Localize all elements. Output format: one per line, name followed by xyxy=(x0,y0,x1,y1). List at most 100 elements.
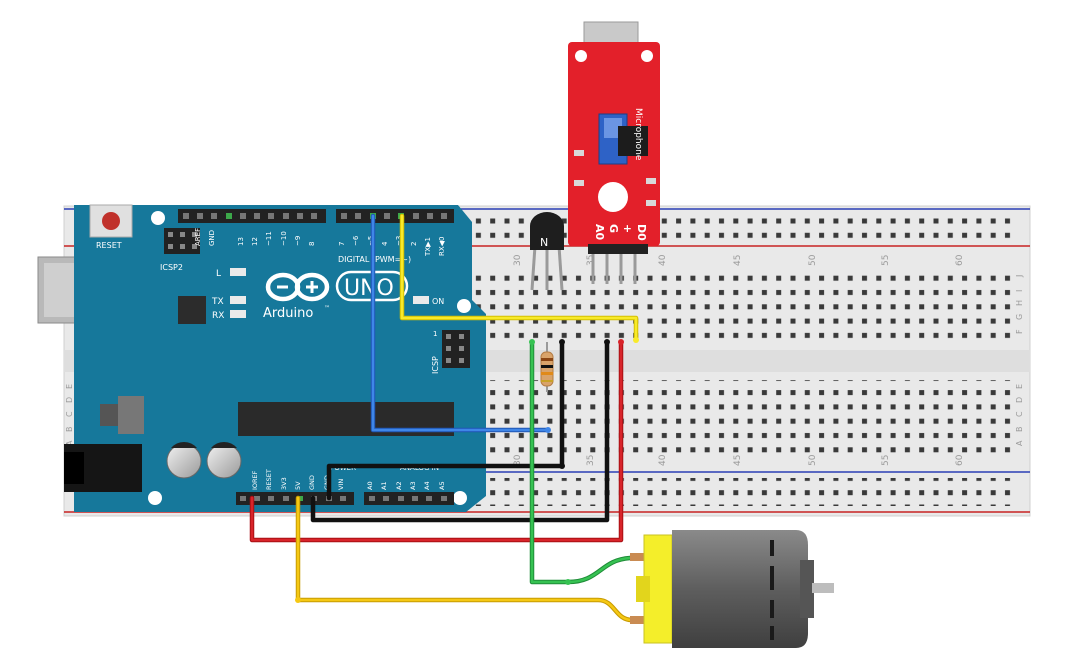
digital-header-left xyxy=(178,209,326,223)
col-num-bottom: 35 xyxy=(586,455,596,466)
icsp2-label: ICSP2 xyxy=(160,263,183,272)
motor-body xyxy=(672,530,808,648)
analog-pin-label: A1 xyxy=(380,481,388,490)
model-label: UNO xyxy=(344,276,394,301)
terminal-holes-top xyxy=(470,268,1018,342)
row-letter: J xyxy=(1015,275,1024,278)
row-letter: H xyxy=(1015,300,1024,306)
pin-label: ~6 xyxy=(352,235,360,246)
row-letter: G xyxy=(1015,314,1024,320)
terminal-holes-bottom xyxy=(470,380,1018,454)
voltage-regulator-tab xyxy=(118,396,144,434)
reset-label: RESET xyxy=(96,241,122,250)
mic-pin-label: D0 xyxy=(635,224,648,241)
pin-label: GND xyxy=(208,230,216,246)
row-letter: D xyxy=(65,397,74,403)
mounting-hole xyxy=(598,182,628,212)
row-letter: B xyxy=(65,427,74,433)
microphone-module: Microphone A0 G + D0 xyxy=(568,21,660,284)
mic-pin-label: G xyxy=(607,224,620,233)
capacitor-band xyxy=(211,441,237,448)
wire-joints xyxy=(295,337,639,603)
power-pin-label: 3V3 xyxy=(280,477,288,490)
power-header xyxy=(236,492,354,505)
reset-button[interactable] xyxy=(89,204,133,238)
pin-label: ~10 xyxy=(280,231,288,246)
capacitor-band xyxy=(171,441,197,448)
power-pin-label: IOREF xyxy=(251,470,259,490)
col-num-bottom: 45 xyxy=(733,455,743,466)
icsp2-header xyxy=(164,228,200,254)
col-num-top: 40 xyxy=(658,254,668,266)
reset-button-cap xyxy=(102,212,120,230)
row-letter: C xyxy=(65,411,74,417)
row-letter: E xyxy=(1015,384,1024,389)
mounting-hole xyxy=(641,50,653,62)
mic-pin-label: A0 xyxy=(593,224,606,241)
motor-cap-tab xyxy=(636,576,650,602)
pin-label: TX▶1 xyxy=(424,237,432,257)
icsp-header xyxy=(442,330,470,368)
mic-title: Microphone xyxy=(633,108,643,161)
mounting-hole xyxy=(457,299,471,313)
analog-header xyxy=(364,492,454,505)
pin-label: ~11 xyxy=(265,231,273,246)
analog-pin-label: A0 xyxy=(366,481,374,490)
pin-label: RX◀0 xyxy=(438,237,446,257)
row-letter: A xyxy=(65,440,74,446)
led-tx-label: TX xyxy=(211,297,224,307)
potentiometer-screw xyxy=(604,118,622,138)
mounting-hole xyxy=(148,491,162,505)
mounting-hole xyxy=(453,491,467,505)
pin-label: 12 xyxy=(251,237,259,246)
icsp-label: ICSP xyxy=(431,356,440,374)
motor-terminal xyxy=(630,553,644,561)
analog-pin-label: A4 xyxy=(423,481,431,490)
wire-black xyxy=(326,339,565,501)
pin-label: 13 xyxy=(237,237,245,246)
led-l-label: L xyxy=(216,269,221,279)
power-pin-label: 5V xyxy=(294,481,302,490)
col-num-bottom: 40 xyxy=(658,454,668,466)
arduino-logo xyxy=(265,272,330,302)
pin-label: AREF xyxy=(194,228,202,246)
analog-pin-label: A2 xyxy=(395,481,403,490)
row-letter: I xyxy=(1015,290,1024,292)
icsp-pin1-label: 1 xyxy=(433,330,437,338)
capacitor xyxy=(206,443,242,479)
col-num-top: 55 xyxy=(881,255,891,266)
pin-label: ~9 xyxy=(294,236,302,246)
brand-label: Arduino xyxy=(263,306,313,321)
power-pin-label: GND xyxy=(308,475,316,490)
dc-motor xyxy=(630,530,834,648)
col-num-top: 45 xyxy=(733,255,743,266)
capacitor xyxy=(166,443,202,479)
pin-label: 4 xyxy=(381,241,389,246)
col-num-bottom: 50 xyxy=(808,454,818,466)
wire-yellow-highlight xyxy=(400,214,638,342)
on-label: ON xyxy=(432,297,444,306)
pin-label: 2 xyxy=(410,242,418,246)
motor-shaft xyxy=(812,583,834,593)
npn-transistor: N xyxy=(530,212,564,291)
col-num-top: 50 xyxy=(808,254,818,266)
col-num-bottom: 30 xyxy=(513,454,523,466)
usb-chip xyxy=(178,296,206,324)
row-letter: D xyxy=(1015,397,1024,403)
col-num-bottom: 55 xyxy=(881,455,891,466)
pin-label: 8 xyxy=(308,242,316,246)
led-tx xyxy=(230,296,246,304)
analog-pin-label: A5 xyxy=(438,481,446,490)
motor-terminal xyxy=(630,616,644,624)
analog-pin-label: A3 xyxy=(409,481,417,490)
mounting-hole xyxy=(575,50,587,62)
trademark: ™ xyxy=(324,305,330,312)
dc-power-jack-front xyxy=(64,452,84,484)
row-letter: C xyxy=(1015,411,1024,417)
comparator-chip xyxy=(618,126,648,156)
wire-blue-highlight xyxy=(371,214,550,432)
pin-label: ~3 xyxy=(395,236,403,246)
col-num-bottom: 60 xyxy=(955,454,965,466)
wire-red-highlight xyxy=(250,340,623,542)
power-pin-label: RESET xyxy=(265,469,273,490)
